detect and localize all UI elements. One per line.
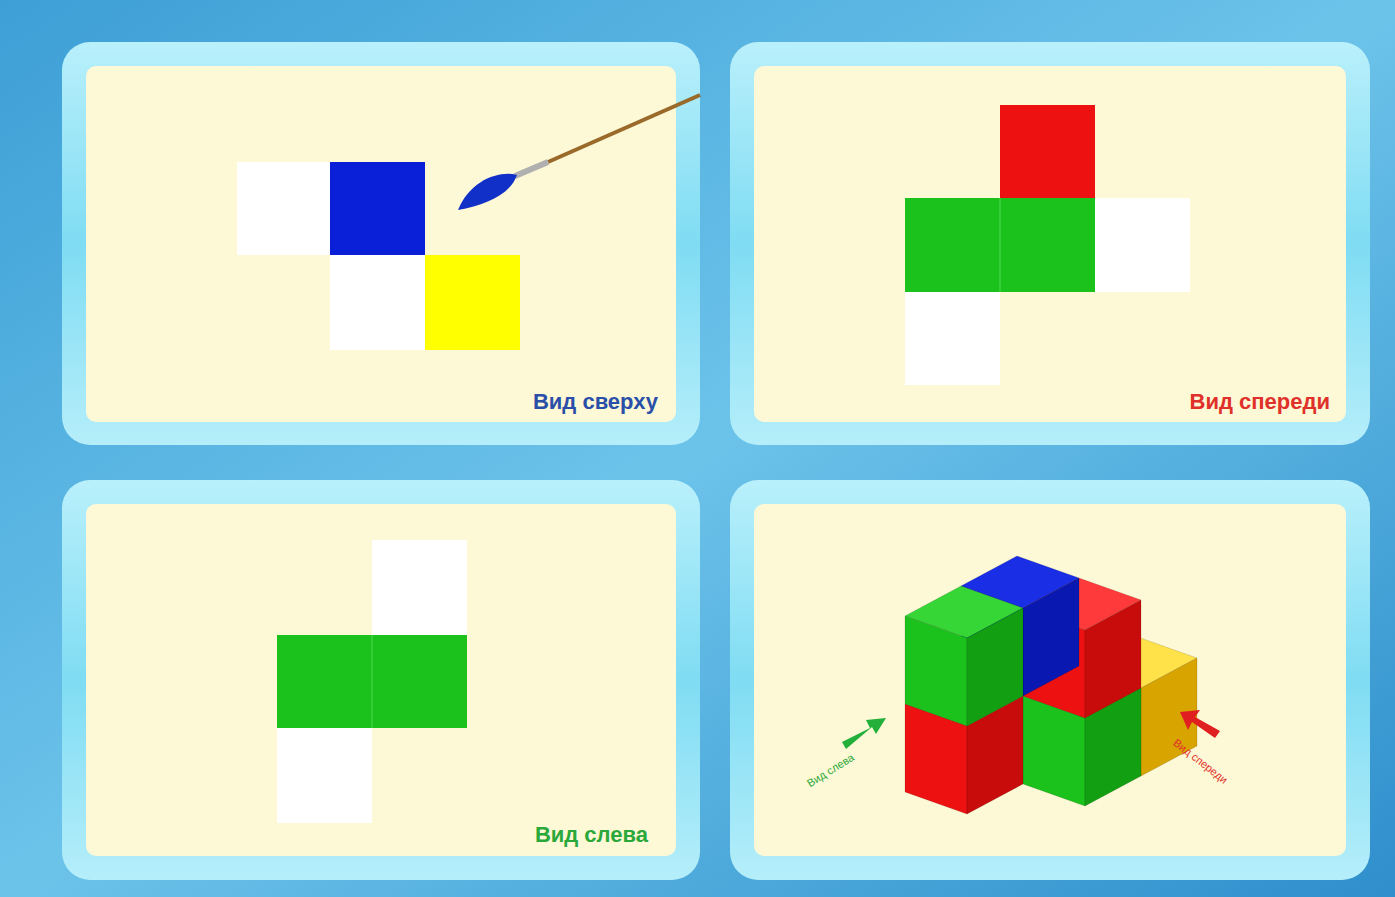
view-panel: Вид спереди bbox=[730, 42, 1370, 445]
cube-face bbox=[905, 616, 967, 726]
view-label: Вид слева bbox=[535, 822, 648, 848]
front-view-squares bbox=[905, 105, 1190, 385]
view-panel: Вид слева bbox=[62, 480, 700, 880]
view-label: Вид спереди bbox=[1190, 389, 1330, 415]
view-panel: Вид слева Вид спереди bbox=[730, 480, 1370, 880]
top-view-squares bbox=[237, 162, 520, 350]
view-panel: Вид сверху bbox=[62, 42, 700, 445]
cube-face bbox=[1085, 600, 1141, 718]
cube-face bbox=[1023, 578, 1079, 696]
paint-brush bbox=[458, 95, 700, 210]
cube-model bbox=[905, 556, 1197, 814]
cube-face bbox=[967, 608, 1023, 726]
panel-frames bbox=[62, 42, 1370, 880]
view-label: Вид спереди bbox=[1171, 736, 1230, 786]
view-label: Вид слева bbox=[805, 751, 856, 789]
view-label: Вид сверху bbox=[533, 389, 658, 415]
left-view-squares bbox=[277, 540, 467, 823]
view-arrows bbox=[842, 710, 1220, 749]
